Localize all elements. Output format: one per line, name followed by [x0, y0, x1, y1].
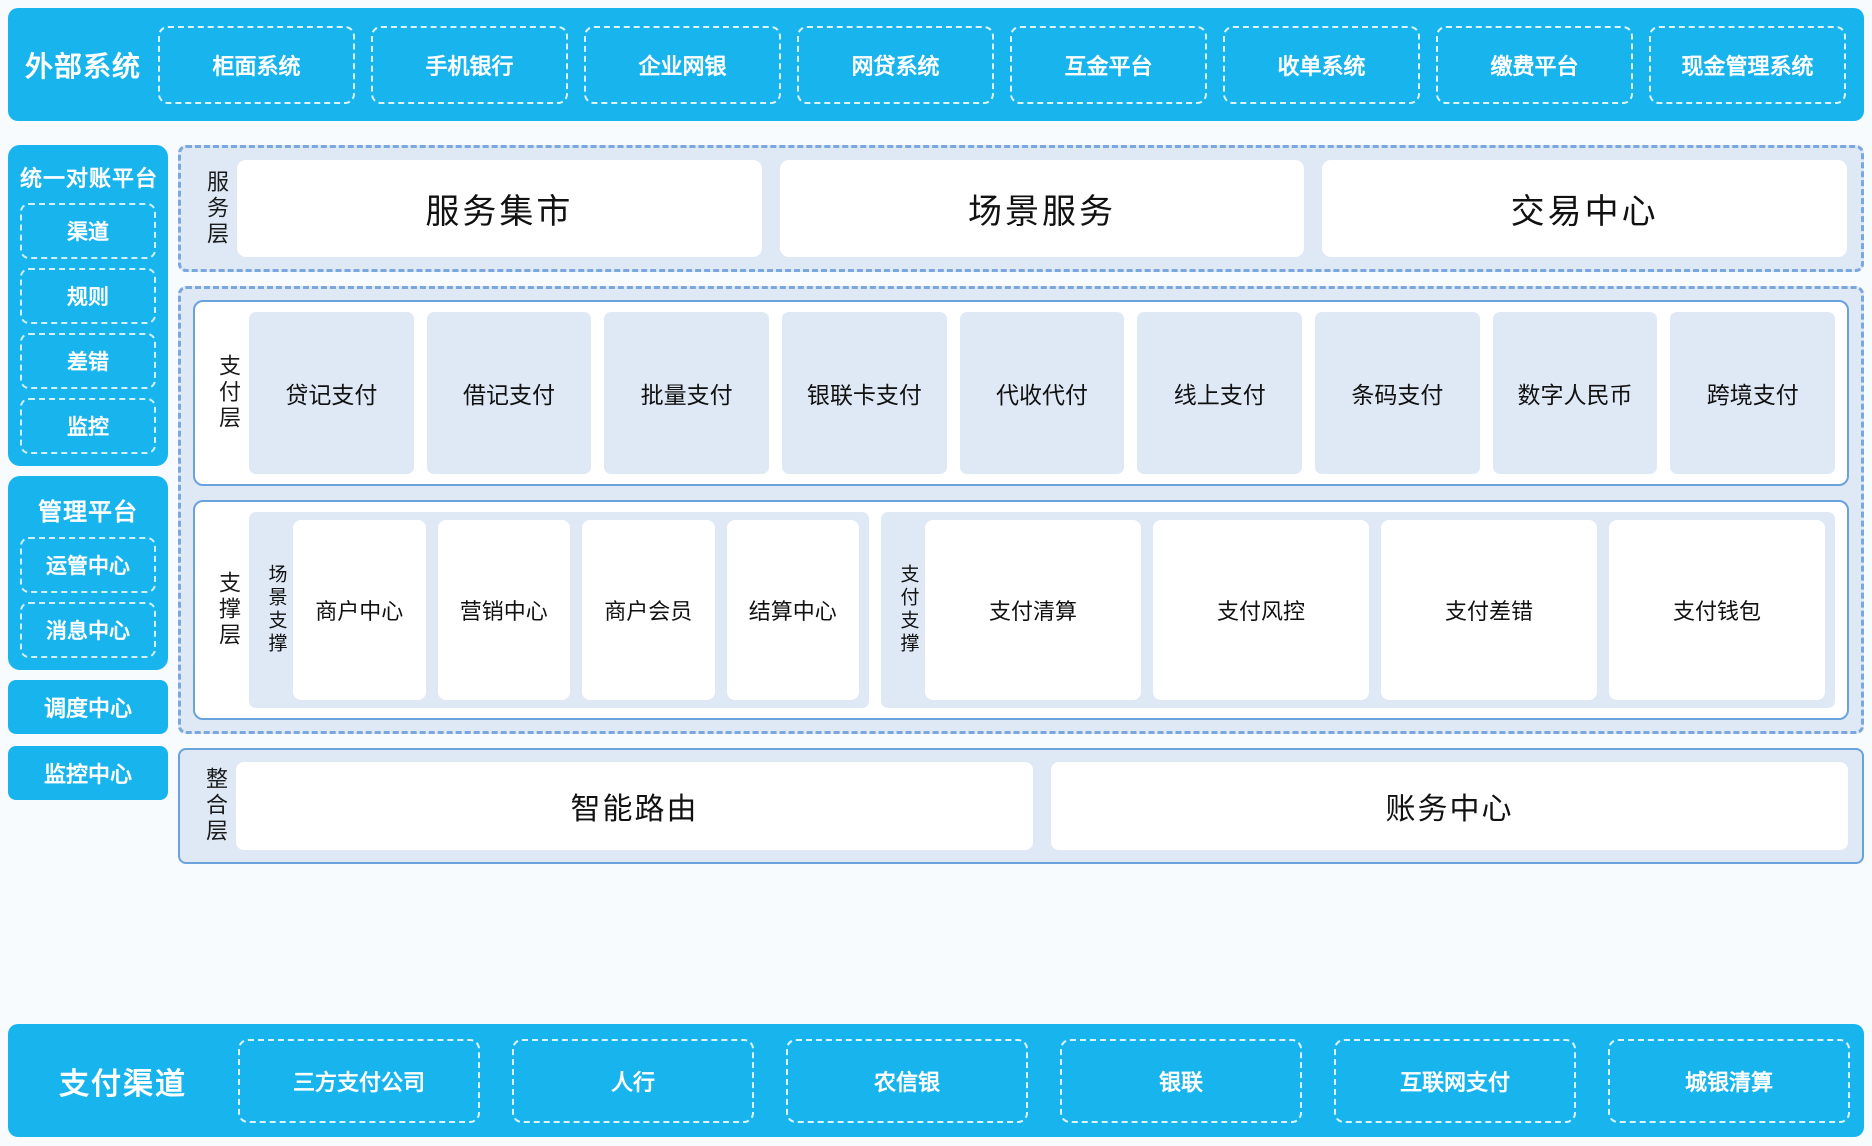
integration-layer: 整合层 智能路由 账务中心: [178, 748, 1864, 864]
payment-channel-item[interactable]: 城银清算: [1608, 1038, 1850, 1123]
payment-item-digital-rmb[interactable]: 数字人民币: [1492, 312, 1658, 474]
payment-item-unionpay-card[interactable]: 银联卡支付: [782, 312, 947, 474]
support-item-merchant-member[interactable]: 商户会员: [582, 520, 715, 700]
external-system-item[interactable]: 网贷系统: [797, 25, 994, 104]
support-layer-label: 支撑层: [216, 571, 241, 649]
scheduling-center-card[interactable]: 调度中心: [8, 680, 168, 734]
external-system-item[interactable]: 现金管理系统: [1649, 25, 1846, 104]
payment-item-barcode[interactable]: 条码支付: [1315, 312, 1480, 474]
external-system-item[interactable]: 收单系统: [1223, 25, 1420, 104]
payment-channel-item[interactable]: 农信银: [786, 1038, 1028, 1123]
external-system-item[interactable]: 互金平台: [1010, 25, 1207, 104]
payment-item-credit[interactable]: 贷记支付: [249, 312, 414, 474]
payment-channels-label: 支付渠道: [59, 1067, 187, 1101]
support-item-settlement-center[interactable]: 结算中心: [726, 520, 859, 700]
integration-item-accounting-center[interactable]: 账务中心: [1051, 762, 1848, 850]
service-layer-label: 服务层: [204, 169, 229, 248]
support-group-scene-label: 场景支撑: [265, 564, 287, 656]
external-system-item[interactable]: 缴费平台: [1436, 25, 1633, 104]
support-item-payment-wallet[interactable]: 支付钱包: [1609, 520, 1825, 700]
integration-item-smart-routing[interactable]: 智能路由: [236, 762, 1033, 850]
external-systems-items: 柜面系统 手机银行 企业网银 网贷系统 互金平台 收单系统 缴费平台 现金管理系…: [158, 25, 1850, 104]
payment-item-cross-border[interactable]: 跨境支付: [1670, 312, 1836, 474]
payment-layer-items: 贷记支付 借记支付 批量支付 银联卡支付 代收代付 线上支付 条码支付 数字人民…: [249, 312, 1836, 474]
payment-item-debit[interactable]: 借记支付: [426, 312, 592, 474]
left-rail: 统一对账平台 渠道 规则 差错 监控 管理平台 运管中心 消息中心 调度中心 监…: [8, 145, 168, 812]
management-platform-card: 管理平台 运管中心 消息中心: [8, 476, 168, 670]
payment-layer-label: 支付层: [216, 354, 241, 432]
support-item-payment-error[interactable]: 支付差错: [1381, 520, 1597, 700]
reconciliation-platform-card: 统一对账平台 渠道 规则 差错 监控: [8, 145, 168, 466]
support-item-marketing-center[interactable]: 营销中心: [437, 520, 570, 700]
management-platform-title: 管理平台: [38, 499, 138, 526]
integration-layer-label: 整合层: [203, 767, 228, 845]
external-system-item[interactable]: 手机银行: [371, 25, 568, 104]
payment-channel-item[interactable]: 互联网支付: [1334, 1038, 1576, 1123]
service-item-transaction[interactable]: 交易中心: [1322, 160, 1848, 257]
monitoring-center-card[interactable]: 监控中心: [8, 746, 168, 800]
support-layer: 支撑层 场景支撑 商户中心 营销中心 商户会员 结算中心 支付支撑: [193, 500, 1849, 720]
management-item-message[interactable]: 消息中心: [20, 602, 156, 658]
payment-item-collection-payment[interactable]: 代收代付: [959, 312, 1125, 474]
service-layer: 服务层 服务集市 场景服务 交易中心: [178, 145, 1864, 272]
reconciliation-item-monitor[interactable]: 监控: [20, 398, 156, 454]
support-group-payment-label: 支付支撑: [897, 564, 919, 656]
payment-item-batch[interactable]: 批量支付: [604, 312, 770, 474]
payment-channel-item[interactable]: 三方支付公司: [238, 1038, 480, 1123]
reconciliation-item-channel[interactable]: 渠道: [20, 203, 156, 259]
support-item-merchant-center[interactable]: 商户中心: [293, 520, 426, 700]
support-group-scene-items: 商户中心 营销中心 商户会员 结算中心: [293, 520, 859, 700]
payment-and-support-wrapper: 支付层 贷记支付 借记支付 批量支付 银联卡支付 代收代付 线上支付 条码支付 …: [178, 286, 1864, 734]
support-item-payment-risk[interactable]: 支付风控: [1153, 520, 1369, 700]
reconciliation-platform-title: 统一对账平台: [20, 166, 159, 191]
payment-channel-item[interactable]: 人行: [512, 1038, 754, 1123]
main-column: 服务层 服务集市 场景服务 交易中心 支付层 贷记支付 借记支付 批量支付 银联…: [178, 145, 1864, 864]
support-item-payment-clearing[interactable]: 支付清算: [925, 520, 1141, 700]
integration-layer-items: 智能路由 账务中心: [236, 762, 1848, 850]
support-group-scene: 场景支撑 商户中心 营销中心 商户会员 结算中心: [249, 512, 869, 708]
payment-item-online[interactable]: 线上支付: [1137, 312, 1303, 474]
external-systems-label: 外部系统: [24, 50, 141, 82]
management-item-operations[interactable]: 运管中心: [20, 537, 156, 593]
payment-channel-item[interactable]: 银联: [1060, 1038, 1302, 1123]
support-group-payment-items: 支付清算 支付风控 支付差错 支付钱包: [925, 520, 1825, 700]
payment-channels-items: 三方支付公司 人行 农信银 银联 互联网支付 城银清算: [238, 1038, 1850, 1123]
external-system-item[interactable]: 企业网银: [584, 25, 781, 104]
support-layer-groups: 场景支撑 商户中心 营销中心 商户会员 结算中心 支付支撑 支付清算 支付风控: [249, 512, 1835, 708]
service-layer-items: 服务集市 场景服务 交易中心: [237, 160, 1848, 257]
support-group-payment: 支付支撑 支付清算 支付风控 支付差错 支付钱包: [881, 512, 1835, 708]
service-item-scenario[interactable]: 场景服务: [779, 160, 1305, 257]
service-item-marketplace[interactable]: 服务集市: [237, 160, 762, 257]
payment-layer: 支付层 贷记支付 借记支付 批量支付 银联卡支付 代收代付 线上支付 条码支付 …: [193, 300, 1849, 486]
reconciliation-item-rule[interactable]: 规则: [20, 268, 156, 324]
reconciliation-item-error[interactable]: 差错: [20, 333, 156, 389]
payment-channels-bar: 支付渠道 三方支付公司 人行 农信银 银联 互联网支付 城银清算: [8, 1024, 1864, 1137]
external-system-item[interactable]: 柜面系统: [158, 25, 355, 104]
external-systems-bar: 外部系统 柜面系统 手机银行 企业网银 网贷系统 互金平台 收单系统 缴费平台 …: [8, 8, 1864, 121]
